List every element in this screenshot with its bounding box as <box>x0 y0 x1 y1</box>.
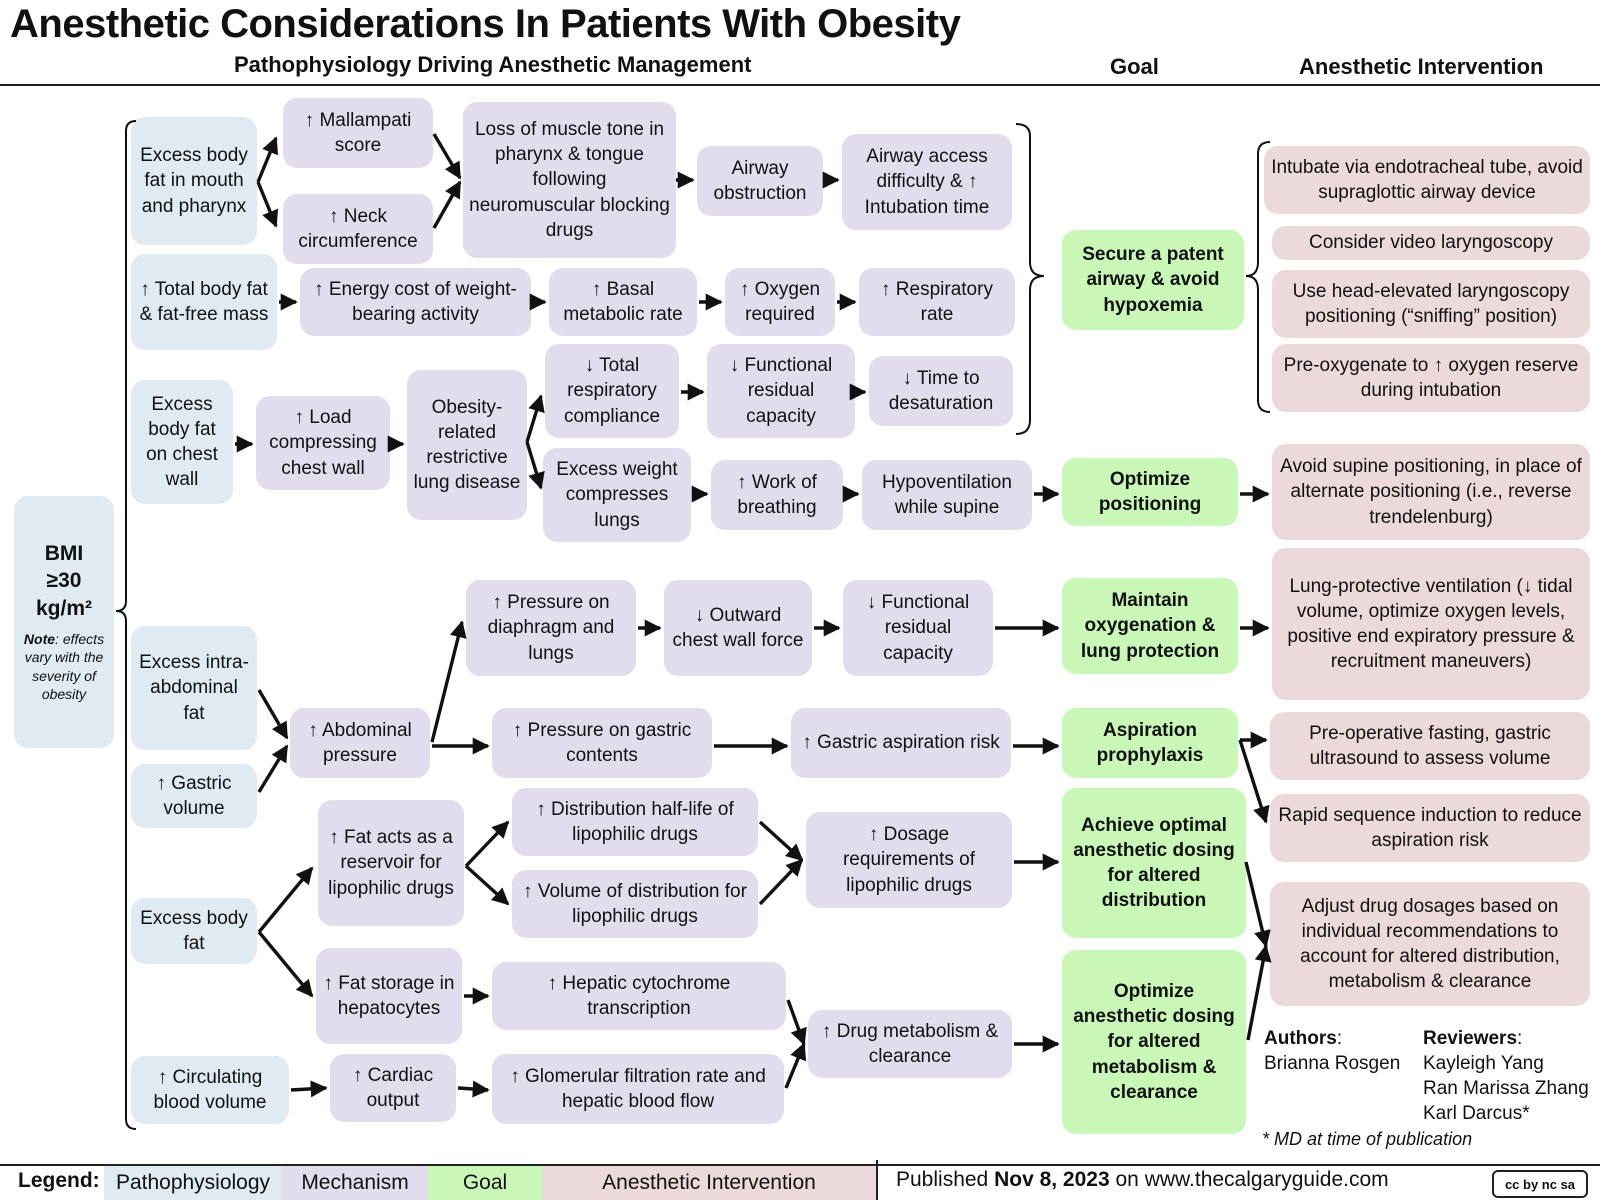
intervention-rapid-sequence: Rapid sequence induction to reduce aspir… <box>1270 794 1590 862</box>
page-title: Anesthetic Considerations In Patients Wi… <box>10 2 961 46</box>
mech-fat-reservoir: ↑ Fat acts as a reservoir for lipophilic… <box>318 800 464 926</box>
published-date: Nov 8, 2023 <box>994 1168 1110 1191</box>
mech-weight-compresses-lungs: Excess weight compresses lungs <box>543 448 691 542</box>
mech-hypoventilation: Hypoventilation while supine <box>862 460 1032 530</box>
header-divider <box>0 84 1600 86</box>
mech-airway-access: Airway access difficulty & ↑ Intubation … <box>842 134 1012 230</box>
mech-hepatic-cyp: ↑ Hepatic cytochrome transcription <box>492 962 786 1030</box>
patho-excess-body-fat: Excess body fat <box>131 898 257 964</box>
mech-pressure-gastric: ↑ Pressure on gastric contents <box>492 708 712 778</box>
mech-time-desaturation: ↓ Time to desaturation <box>869 356 1013 426</box>
author-name: Brianna Rosgen <box>1264 1053 1401 1075</box>
credits-footnote: * MD at time of publication <box>1262 1129 1473 1149</box>
authors-label: Authors <box>1264 1028 1337 1049</box>
published-middle: on <box>1109 1168 1145 1191</box>
cc-license-icon: cc by nc sa <box>1492 1170 1588 1198</box>
header-intervention: Anesthetic Intervention <box>1299 54 1544 79</box>
mech-work-of-breathing: ↑ Work of breathing <box>711 460 843 530</box>
published-info: Published Nov 8, 2023 on www.thecalgaryg… <box>896 1168 1389 1192</box>
mech-restrictive-lung: Obesity-related restrictive lung disease <box>407 370 527 520</box>
goal-dosing-distribution: Achieve optimal anesthetic dosing for al… <box>1062 788 1246 938</box>
published-site[interactable]: www.thecalgaryguide.com <box>1144 1168 1389 1191</box>
legend-goal: Goal <box>428 1166 542 1200</box>
reviewers-label: Reviewers <box>1423 1028 1518 1049</box>
footer-separator <box>876 1160 878 1200</box>
bmi-note-label: Note <box>23 631 56 647</box>
header-pathophysiology: Pathophysiology Driving Anesthetic Manag… <box>234 52 752 77</box>
goal-aspiration-prophylaxis: Aspiration prophylaxis <box>1062 708 1238 778</box>
intervention-avoid-supine: Avoid supine positioning, in place of al… <box>1272 444 1590 540</box>
mech-frc-1: ↓ Functional residual capacity <box>707 344 855 438</box>
legend-mechanism: Mechanism <box>282 1166 428 1200</box>
reviewer-name: Karl Darcus* <box>1423 1103 1530 1125</box>
reviewer-name: Ran Marissa Zhang <box>1423 1078 1589 1100</box>
mech-neck-circumference: ↑ Neck circumference <box>283 194 433 264</box>
intervention-bracket <box>1245 141 1271 413</box>
patho-chest-wall-fat: Excess body fat on chest wall <box>131 380 233 504</box>
legend-pathophysiology: Pathophysiology <box>104 1166 282 1200</box>
reviewers-block: Reviewers: Kayleigh Yang Ran Marissa Zha… <box>1423 1026 1589 1126</box>
intervention-video-laryngoscopy: Consider video laryngoscopy <box>1272 226 1590 260</box>
intervention-head-elevated: Use head-elevated laryngoscopy positioni… <box>1272 270 1590 338</box>
mech-distribution-half-life: ↑ Distribution half-life of lipophilic d… <box>512 788 758 856</box>
airway-bracket <box>1015 123 1045 435</box>
mech-load-chest-wall: ↑ Load compressing chest wall <box>256 396 390 490</box>
intervention-fasting-ultrasound: Pre-operative fasting, gastric ultrasoun… <box>1270 712 1590 780</box>
bmi-note-text: : effects vary with the severity of obes… <box>24 631 105 703</box>
mech-drug-metabolism: ↑ Drug metabolism & clearance <box>808 1010 1012 1078</box>
published-prefix: Published <box>896 1168 995 1191</box>
mech-volume-distribution: ↑ Volume of distribution for lipophilic … <box>512 870 758 938</box>
mech-oxygen-required: ↑ Oxygen required <box>725 268 835 336</box>
mech-energy-cost: ↑ Energy cost of weight-bearing activity <box>300 268 531 336</box>
mech-pressure-diaphragm: ↑ Pressure on diaphragm and lungs <box>466 580 636 676</box>
patho-mouth-pharynx-fat: Excess body fat in mouth and pharynx <box>131 117 257 245</box>
reviewer-name: Kayleigh Yang <box>1423 1053 1544 1075</box>
bmi-note: Note: effects vary with the severity of … <box>20 630 108 704</box>
mech-respiratory-rate: ↑ Respiratory rate <box>859 268 1015 336</box>
patho-intra-abdominal-fat: Excess intra-abdominal fat <box>131 626 257 750</box>
legend-intervention: Anesthetic Intervention <box>542 1166 876 1200</box>
mech-frc-2: ↓ Functional residual capacity <box>843 580 993 676</box>
mech-gfr-hepatic-flow: ↑ Glomerular filtration rate and hepatic… <box>492 1054 784 1124</box>
mech-aspiration-risk: ↑ Gastric aspiration risk <box>791 708 1011 778</box>
mech-outward-chest-force: ↓ Outward chest wall force <box>664 580 812 676</box>
patho-gastric-volume: ↑ Gastric volume <box>131 764 257 828</box>
arrow-group <box>235 133 1272 1098</box>
bmi-box: BMI ≥30 kg/m² Note: effects vary with th… <box>14 496 114 748</box>
intervention-adjust-dosages: Adjust drug dosages based on individual … <box>1270 882 1590 1006</box>
mech-dosage-requirements: ↑ Dosage requirements of lipophilic drug… <box>806 812 1012 908</box>
patho-total-body-fat: ↑ Total body fat & fat-free mass <box>131 254 277 350</box>
goal-optimize-positioning: Optimize positioning <box>1062 458 1238 526</box>
mech-cardiac-output: ↑ Cardiac output <box>330 1054 456 1122</box>
goal-secure-airway: Secure a patent airway & avoid hypoxemia <box>1062 230 1244 330</box>
mech-airway-obstruction: Airway obstruction <box>697 146 823 216</box>
mech-basal-metabolic: ↑ Basal metabolic rate <box>549 268 697 336</box>
authors-block: Authors: Brianna Rosgen <box>1264 1026 1400 1076</box>
mech-abdominal-pressure: ↑ Abdominal pressure <box>290 708 430 778</box>
mech-mallampati: ↑ Mallampati score <box>283 98 433 168</box>
goal-dosing-metabolism: Optimize anesthetic dosing for altered m… <box>1062 950 1246 1134</box>
mech-muscle-tone: Loss of muscle tone in pharynx & tongue … <box>463 102 676 258</box>
intervention-lung-protective: Lung-protective ventilation (↓ tidal vol… <box>1272 548 1590 700</box>
footer-divider <box>0 1164 1600 1166</box>
patho-blood-volume: ↑ Circulating blood volume <box>131 1056 289 1124</box>
bmi-label: BMI ≥30 kg/m² <box>35 542 92 620</box>
main-bracket <box>115 120 137 1130</box>
intervention-endotracheal-tube: Intubate via endotracheal tube, avoid su… <box>1264 146 1590 214</box>
legend-label: Legend: <box>18 1169 100 1192</box>
header-goal: Goal <box>1110 54 1159 79</box>
intervention-pre-oxygenate: Pre-oxygenate to ↑ oxygen reserve during… <box>1272 344 1590 412</box>
mech-total-compliance: ↓ Total respiratory compliance <box>545 344 679 438</box>
goal-oxygenation-lung-protection: Maintain oxygenation & lung protection <box>1062 578 1238 674</box>
mech-fat-storage-hepatocytes: ↑ Fat storage in hepatocytes <box>316 948 462 1044</box>
